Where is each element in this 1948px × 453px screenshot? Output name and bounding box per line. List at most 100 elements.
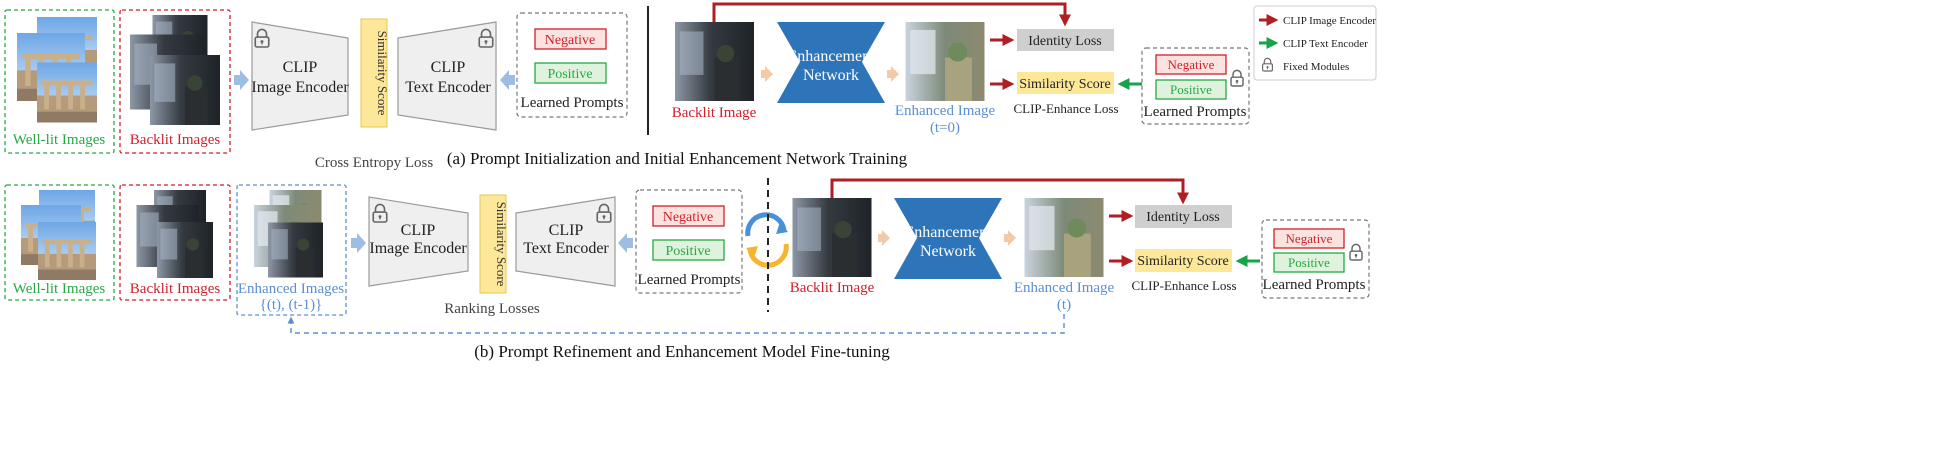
- learned-prompts-label: Learned Prompts: [1263, 277, 1366, 293]
- well-lit-label: Well-lit Images: [13, 132, 106, 148]
- arrow-to-image-encoder: [234, 70, 249, 90]
- backlit-image-label: Backlit Image: [672, 105, 757, 121]
- caption-a: (a) Prompt Initialization and Initial En…: [447, 149, 908, 168]
- loss-label: Ranking Losses: [444, 301, 540, 317]
- positive-prompt-label: Positive: [1170, 82, 1212, 97]
- lock-icon: [1349, 243, 1363, 261]
- image-encoder-title: CLIP: [401, 222, 436, 239]
- positive-prompt-label: Positive: [1288, 255, 1330, 270]
- similarity-bar-label: Similarity Score: [375, 31, 390, 116]
- negative-prompt: [1273, 228, 1345, 249]
- learned-prompts-label: Learned Prompts: [638, 272, 741, 288]
- negative-prompt: [534, 28, 607, 50]
- identity-loss-box: [1135, 205, 1232, 228]
- learned-prompts-label: Learned Prompts: [521, 95, 624, 111]
- text-encoder-shape: [397, 21, 497, 131]
- row-b: Well-lit Images Backlit Images Enhanced …: [4, 178, 1370, 361]
- positive-prompt: [534, 62, 607, 84]
- well-lit-images: [17, 17, 97, 123]
- refresh-cycle-icon: [745, 212, 789, 268]
- enhanced-image-sub: (t=0): [930, 120, 960, 136]
- identity-loss-label: Identity Loss: [1028, 34, 1102, 49]
- identity-loss-box: [1017, 29, 1114, 51]
- negative-prompt: [1155, 54, 1227, 75]
- enhanced-image: [1024, 198, 1104, 277]
- similarity-score-label: Similarity Score: [1137, 254, 1228, 269]
- enhanced-images-label: Enhanced Images: [238, 281, 344, 297]
- arrow-from-network: [1004, 230, 1016, 246]
- prompts-box: [516, 12, 628, 118]
- well-lit-group-box: [4, 9, 115, 154]
- negative-prompt-label: Negative: [663, 210, 714, 225]
- feedback-dashed-arrow: [287, 314, 1065, 334]
- enhanced-group-box: [236, 184, 347, 316]
- enhancement-network-shape: [894, 198, 1002, 279]
- identity-connector: [830, 178, 1189, 205]
- row-a: Well-lit Images Backlit Images CLIP Imag…: [4, 2, 1377, 171]
- learned-prompts-label: Learned Prompts: [1144, 104, 1247, 120]
- network-subtitle: Network: [803, 67, 859, 84]
- clip-enhance-loss-label: CLIP-Enhance Loss: [1013, 101, 1118, 116]
- backlit-image: [675, 22, 754, 101]
- image-encoder-shape: [251, 21, 349, 131]
- image-encoder-subtitle: Image Encoder: [251, 79, 349, 96]
- backlit-group-box: [119, 184, 231, 301]
- well-lit-group-box: [4, 184, 115, 301]
- positive-prompt: [1155, 79, 1227, 100]
- image-encoder-subtitle: Image Encoder: [369, 240, 467, 257]
- backlit-group-box: [119, 9, 231, 154]
- network-title: Enhancement: [787, 48, 875, 65]
- backlit-image: [792, 198, 872, 277]
- enhanced-image-sub: (t): [1057, 297, 1071, 313]
- arrow-to-text-encoder: [618, 233, 633, 253]
- similarity-bar-label: Similarity Score: [494, 202, 509, 287]
- well-lit-images: [21, 190, 96, 280]
- caption-b: (b) Prompt Refinement and Enhancement Mo…: [474, 342, 890, 361]
- negative-prompt-label: Negative: [1168, 57, 1215, 72]
- enhanced-images-sub: {(t), (t-1)}: [260, 297, 323, 313]
- backlit-label: Backlit Images: [130, 281, 221, 297]
- similarity-bar: [479, 194, 507, 294]
- loss-label: Cross Entropy Loss: [315, 155, 434, 171]
- network-subtitle: Network: [920, 243, 976, 260]
- positive-prompt: [652, 239, 725, 261]
- similarity-score-box: [1135, 249, 1232, 272]
- backlit-images: [130, 15, 220, 125]
- positive-prompt-label: Positive: [665, 244, 710, 259]
- arrow-to-image-encoder: [351, 233, 366, 253]
- negative-prompt-label: Negative: [545, 33, 596, 48]
- negative-prompt-label: Negative: [1286, 231, 1333, 246]
- identity-connector: [712, 2, 1071, 27]
- text-encoder-subtitle: Text Encoder: [523, 240, 609, 257]
- arrow-from-network: [887, 66, 899, 82]
- enhancement-network-shape: [777, 22, 885, 103]
- prompts-box-right: [1141, 47, 1250, 125]
- identity-loss-label: Identity Loss: [1146, 210, 1220, 225]
- similarity-bar: [360, 18, 388, 128]
- legend-text-encoder: CLIP Text Encoder: [1283, 38, 1368, 50]
- image-encoder-shape: [368, 196, 469, 287]
- legend-fixed-modules: Fixed Modules: [1283, 61, 1349, 73]
- positive-prompt-label: Positive: [547, 67, 592, 82]
- prompts-box-right: [1261, 219, 1370, 299]
- positive-prompt: [1273, 252, 1345, 273]
- backlit-image-label: Backlit Image: [790, 280, 875, 296]
- prompts-box: [635, 189, 743, 294]
- backlit-label: Backlit Images: [130, 132, 221, 148]
- legend-box: [1253, 5, 1377, 81]
- enhanced-images: [254, 190, 323, 278]
- enhanced-image: [905, 22, 985, 101]
- legend-image-encoder: CLIP Image Encoder: [1283, 15, 1376, 27]
- arrow-to-text-encoder: [500, 70, 515, 90]
- lock-icon: [1230, 69, 1244, 87]
- text-encoder-subtitle: Text Encoder: [405, 79, 491, 96]
- clip-enhance-loss-label: CLIP-Enhance Loss: [1131, 278, 1236, 293]
- text-encoder-title: CLIP: [549, 222, 584, 239]
- network-title: Enhancement: [904, 224, 992, 241]
- negative-prompt: [652, 205, 725, 227]
- text-encoder-shape: [515, 196, 616, 287]
- text-encoder-title: CLIP: [431, 59, 466, 76]
- enhanced-image-label: Enhanced Image: [1014, 280, 1115, 296]
- image-encoder-title: CLIP: [283, 59, 318, 76]
- backlit-images: [136, 190, 213, 278]
